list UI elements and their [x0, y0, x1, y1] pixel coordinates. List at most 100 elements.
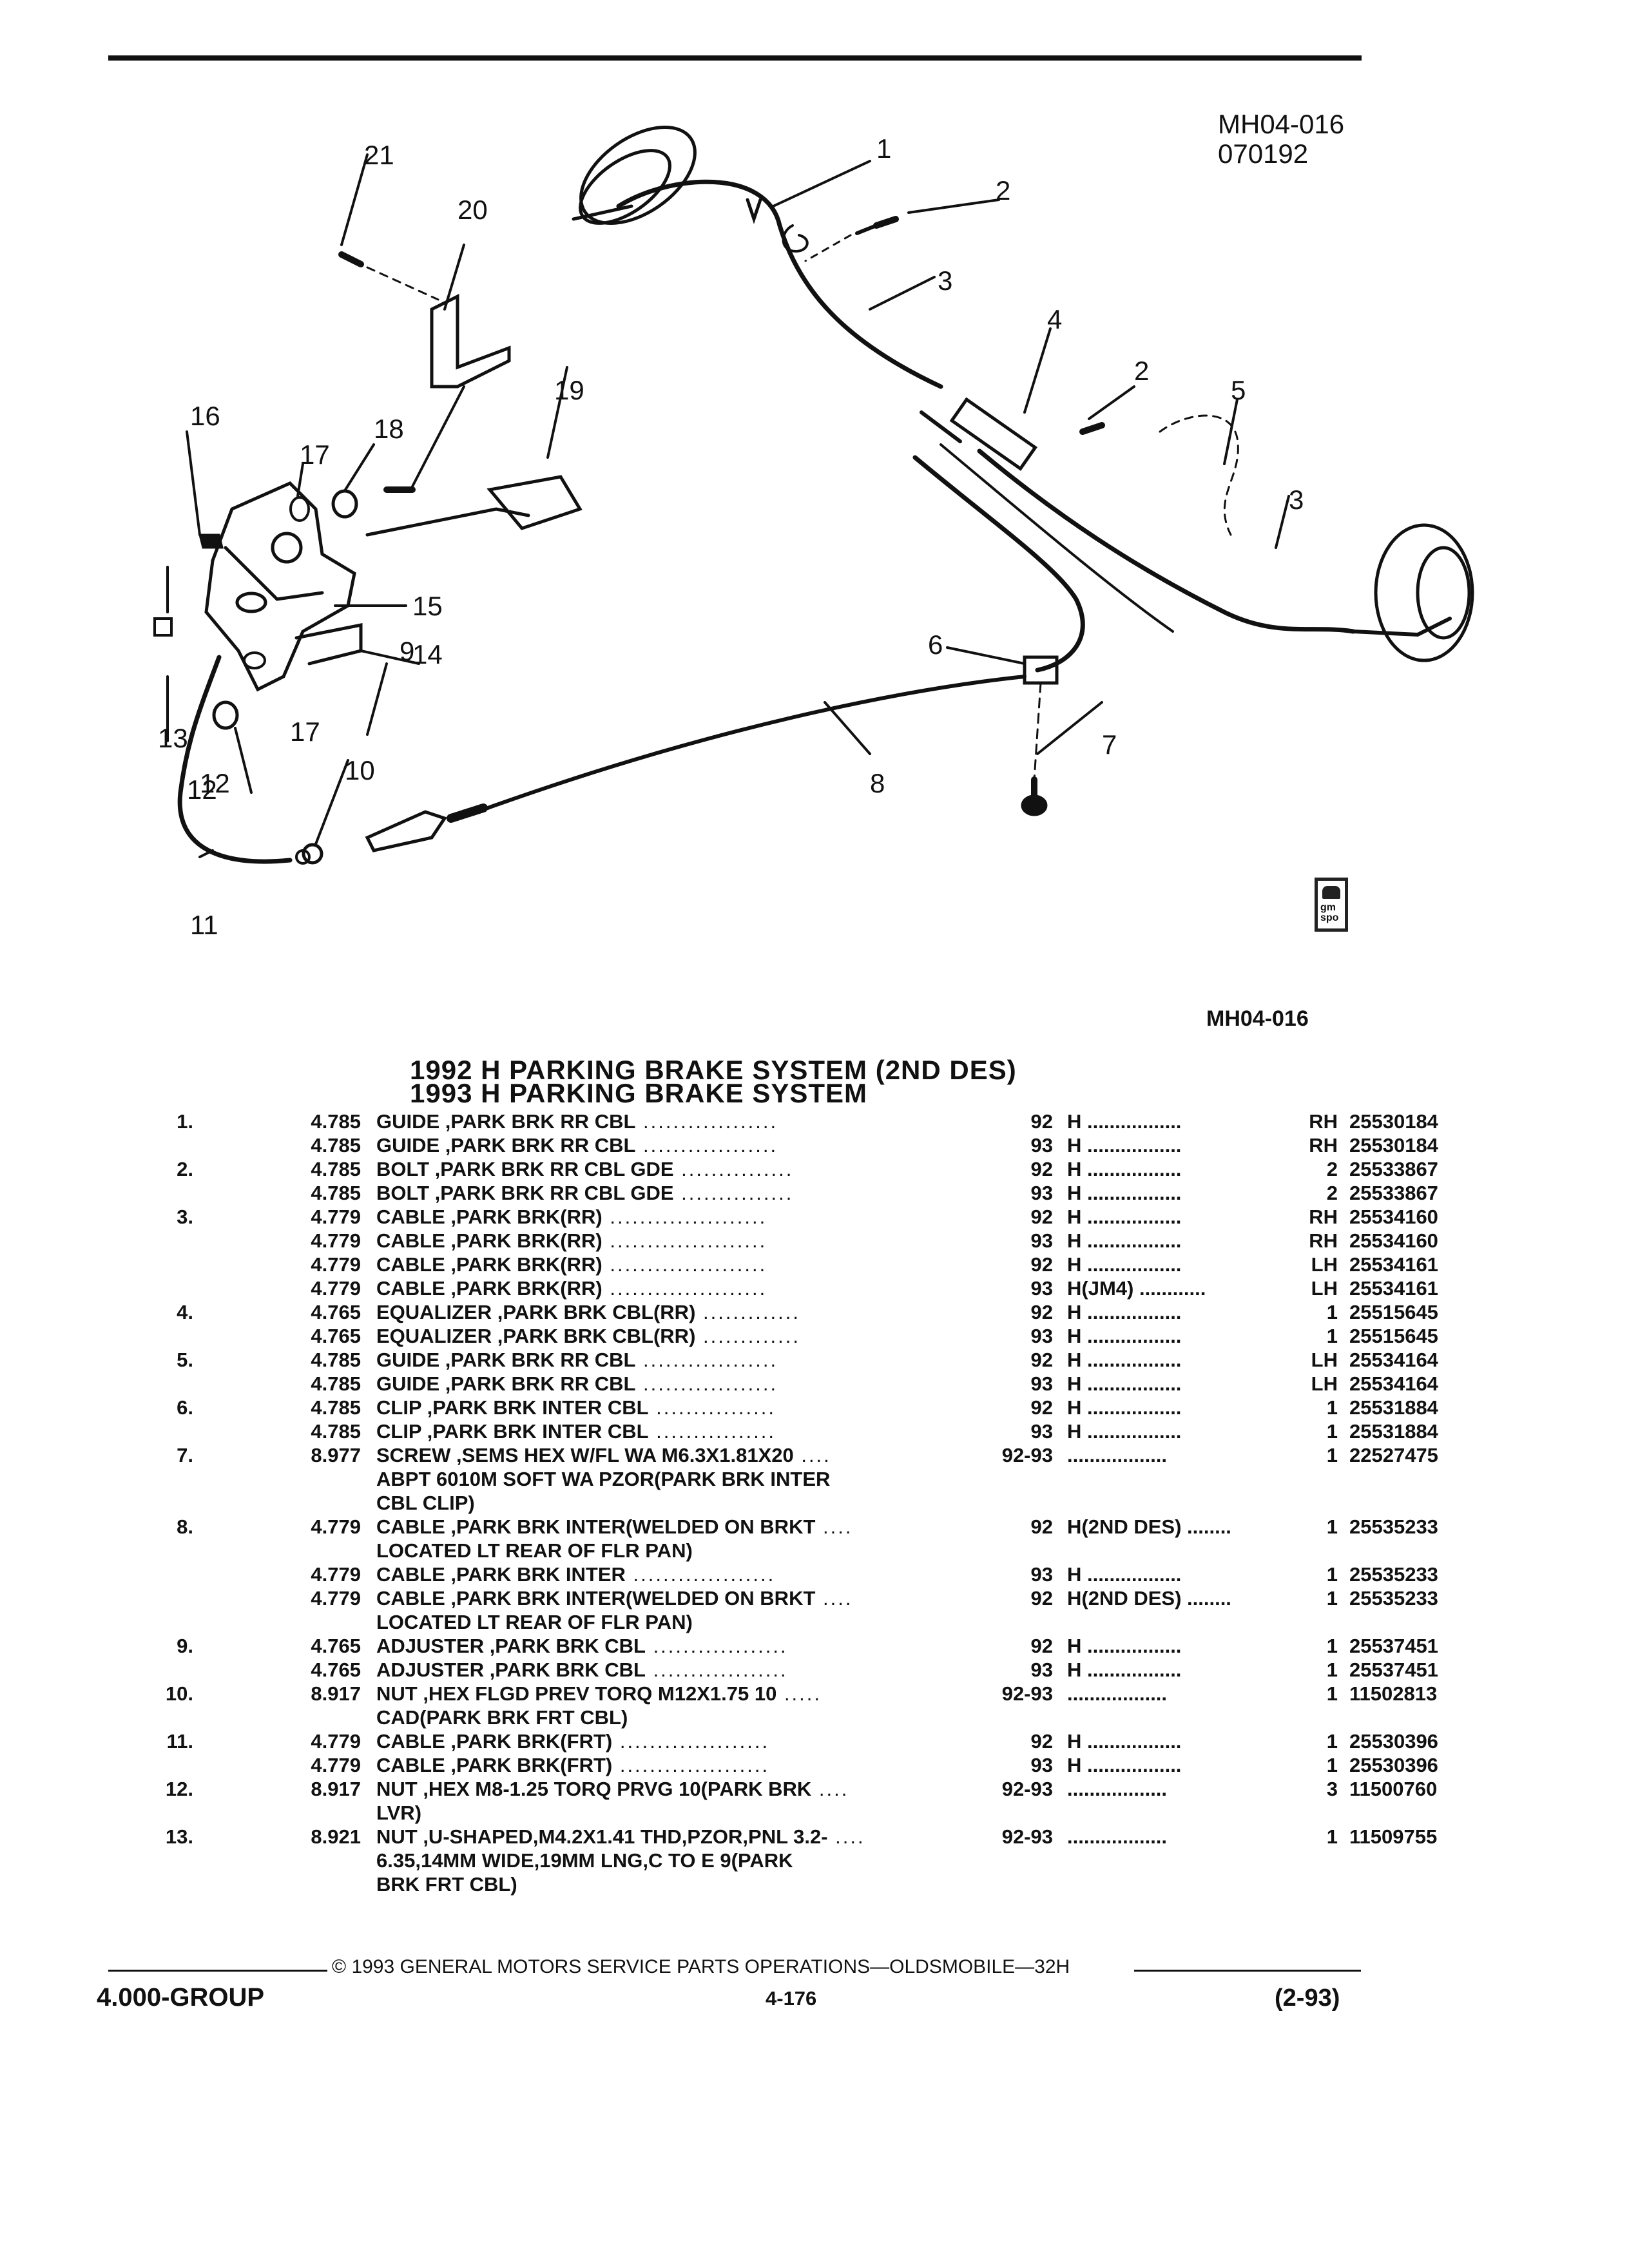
- parts-model: H: [1067, 1372, 1082, 1395]
- cable-rr-left: [977, 448, 1356, 634]
- leader-dots: .....: [776, 1682, 822, 1705]
- page-number: 4-176: [766, 1987, 817, 2010]
- parts-row: LOCATED LT REAR OF FLR PAN): [129, 1610, 1472, 1634]
- parts-year: 93: [1030, 1229, 1053, 1252]
- parts-part: 25533867: [1349, 1182, 1438, 1204]
- leader-dots: ....................: [612, 1754, 770, 1776]
- rear-drum-left: [1351, 523, 1474, 662]
- leader-dots: .................: [1081, 1635, 1182, 1657]
- parts-group: 4.785: [311, 1372, 361, 1395]
- parts-desc: ABPT 6010M SOFT WA PZOR(PARK BRK INTER: [376, 1468, 831, 1490]
- parts-model: H: [1067, 1182, 1082, 1204]
- parts-num: 10.: [165, 1682, 193, 1705]
- parts-group: 4.785: [311, 1182, 361, 1204]
- leader-dots: .................: [1081, 1420, 1182, 1443]
- parts-group: 4.779: [311, 1206, 361, 1228]
- leader-dots: .................: [1081, 1206, 1182, 1228]
- parts-part: 25534160: [1349, 1229, 1438, 1252]
- parts-year: 93: [1030, 1182, 1053, 1204]
- parts-model: H: [1067, 1229, 1082, 1252]
- parts-model: H: [1067, 1325, 1082, 1347]
- parts-qty: LH: [1311, 1253, 1338, 1276]
- parts-num: 13.: [165, 1825, 193, 1848]
- leader-dots: ..................: [1067, 1444, 1168, 1466]
- revision-date: (2-93): [1275, 1984, 1340, 2012]
- callout-7: 7: [1102, 729, 1117, 760]
- parts-qty: RH: [1309, 1229, 1338, 1252]
- parts-desc: CABLE ,PARK BRK INTER(WELDED ON BRKT: [376, 1515, 816, 1538]
- leader-dots: .....................: [602, 1229, 767, 1252]
- leader-dots: .............: [695, 1301, 800, 1323]
- parts-model: H: [1067, 1110, 1082, 1133]
- parts-group: 4.779: [311, 1563, 361, 1586]
- parts-group: 4.785: [311, 1396, 361, 1419]
- parts-desc: ADJUSTER ,PARK BRK CBL: [376, 1635, 646, 1657]
- callout-1: 1: [876, 133, 891, 164]
- leader-dots: ..................: [645, 1658, 788, 1681]
- parts-group: 4.765: [311, 1325, 361, 1347]
- parts-qty: 1: [1326, 1563, 1338, 1586]
- parts-part: 25537451: [1349, 1635, 1438, 1657]
- parts-desc: GUIDE ,PARK BRK RR CBL: [376, 1372, 636, 1395]
- parts-year: 92-93: [1001, 1444, 1053, 1466]
- parts-model: H: [1067, 1301, 1082, 1323]
- parts-num: 9.: [177, 1635, 193, 1657]
- leader-dots: ....................: [612, 1730, 770, 1753]
- section-title-1992: 1992 H PARKING BRAKE SYSTEM (2ND DES): [410, 1055, 1017, 1085]
- parts-qty: 1: [1326, 1444, 1338, 1466]
- parts-part: 25531884: [1349, 1420, 1438, 1443]
- parts-desc: BRK FRT CBL): [376, 1873, 517, 1896]
- leader-dots: ..................: [635, 1110, 778, 1133]
- parts-qty: RH: [1309, 1110, 1338, 1133]
- leader-dots: .................: [1081, 1730, 1182, 1753]
- parts-group: 8.917: [311, 1682, 361, 1705]
- parts-desc: NUT ,HEX M8-1.25 TORQ PRVG 10(PARK BRK: [376, 1778, 812, 1800]
- parts-row: LVR): [129, 1801, 1472, 1825]
- leader-dots: ..................: [635, 1372, 778, 1395]
- callout-12: 12: [200, 768, 230, 798]
- rear-drum-right: [572, 126, 697, 225]
- parts-model: H: [1067, 1730, 1082, 1753]
- gm-spo-logo: gm spo: [1315, 878, 1348, 932]
- parts-desc: SCREW ,SEMS HEX W/FL WA M6.3X1.81X20: [376, 1444, 794, 1466]
- leader-dots: .................: [1081, 1301, 1182, 1323]
- parts-num: 11.: [166, 1730, 193, 1753]
- parts-qty: 1: [1326, 1658, 1338, 1681]
- leader-dots: ...................: [625, 1563, 776, 1586]
- parts-year: 93: [1030, 1134, 1053, 1157]
- parts-model: H: [1067, 1349, 1082, 1371]
- parts-qty: 1: [1326, 1587, 1338, 1610]
- section-title-1993: 1993 H PARKING BRAKE SYSTEM: [410, 1078, 868, 1108]
- parts-year: 92: [1030, 1110, 1053, 1133]
- equalizer: [920, 397, 1037, 471]
- callout-5: 5: [1231, 375, 1246, 405]
- parts-desc: GUIDE ,PARK BRK RR CBL: [376, 1134, 636, 1157]
- parts-year: 92: [1030, 1158, 1053, 1180]
- parts-qty: 1: [1326, 1396, 1338, 1419]
- parts-desc: LOCATED LT REAR OF FLR PAN): [376, 1611, 693, 1633]
- parts-group: 8.921: [311, 1825, 361, 1848]
- parts-num: 8.: [177, 1515, 193, 1538]
- parts-group: 4.779: [311, 1515, 361, 1538]
- parts-qty: 3: [1326, 1778, 1338, 1800]
- parts-model: H(JM4): [1067, 1277, 1134, 1300]
- parts-row: CAD(PARK BRK FRT CBL): [129, 1706, 1472, 1729]
- parts-desc: CABLE ,PARK BRK(RR): [376, 1229, 602, 1252]
- callout-16: 16: [190, 401, 220, 431]
- parts-year: 92: [1030, 1515, 1053, 1538]
- parts-desc: NUT ,HEX FLGD PREV TORQ M12X1.75 10: [376, 1682, 777, 1705]
- parts-part: 25534161: [1349, 1253, 1438, 1276]
- parts-part: 11502813: [1349, 1682, 1438, 1705]
- leader-dots: .....................: [602, 1253, 767, 1276]
- parts-part: 25515645: [1349, 1325, 1438, 1347]
- leader-dots: .................: [1081, 1110, 1182, 1133]
- leader-dots: ........: [1181, 1587, 1231, 1610]
- parts-year: 93: [1030, 1658, 1053, 1681]
- parts-group: 4.765: [311, 1635, 361, 1657]
